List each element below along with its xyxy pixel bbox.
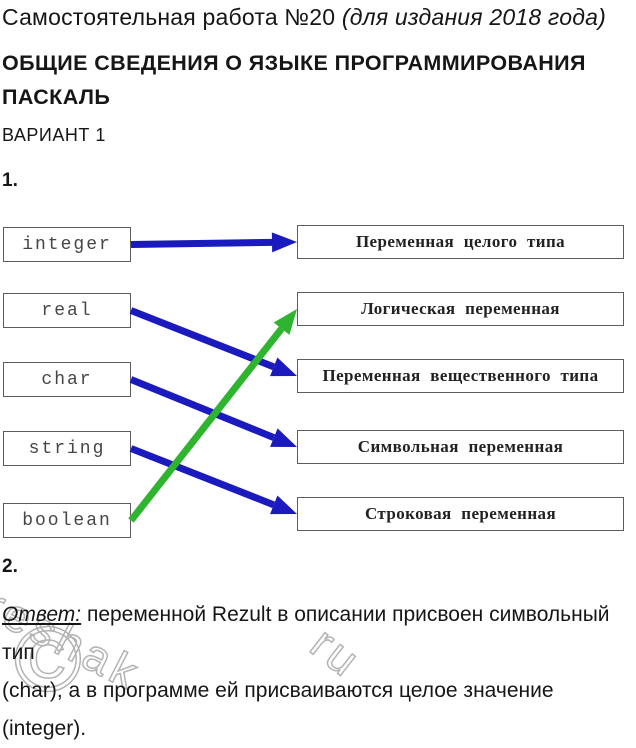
left-box-label: string <box>28 438 106 459</box>
right-box: Переменная вещественного типа <box>297 359 624 393</box>
right-box: Строковая переменная <box>297 497 624 531</box>
left-box: integer <box>3 227 131 262</box>
matching-diagram: integer real char string boolean Перемен… <box>0 215 636 545</box>
section-heading: ОБЩИЕ СВЕДЕНИЯ О ЯЗЫКЕ ПРОГРАММИРОВАНИЯ … <box>2 46 586 114</box>
page-title-text: Самостоятельная работа №20 <box>2 4 342 30</box>
connection-line <box>130 238 273 248</box>
left-box: string <box>3 431 131 466</box>
answer-paragraph: Ответ: переменной Rezult в описании прис… <box>2 596 632 748</box>
left-box: char <box>3 362 131 397</box>
answer-line-2: (char), а в программе ей присваиваются ц… <box>2 679 554 702</box>
right-box-label: Символьная переменная <box>357 437 564 456</box>
right-box-label: Переменная целого типа <box>355 232 566 251</box>
connection-arrowhead <box>270 357 297 377</box>
right-box: Логическая переменная <box>297 292 624 326</box>
question-2-number: 2. <box>2 556 18 577</box>
connection-line <box>129 307 276 371</box>
connection-line <box>129 376 276 441</box>
page-title: Самостоятельная работа №20 (для издания … <box>2 4 606 31</box>
answer-line-1: переменной Rezult в описании присвоен си… <box>2 603 610 664</box>
answer-label: Ответ: <box>2 603 82 626</box>
right-box-label: Логическая переменная <box>361 299 560 318</box>
right-box: Переменная целого типа <box>297 225 624 259</box>
watermark-copyright-icon: © <box>13 608 82 712</box>
question-1-number: 1. <box>2 170 18 191</box>
variant-label: ВАРИАНТ 1 <box>2 125 106 145</box>
left-box: boolean <box>3 503 131 538</box>
connection-arrowhead <box>271 232 297 253</box>
section-heading-line1: ОБЩИЕ СВЕДЕНИЯ О ЯЗЫКЕ ПРОГРАММИРОВАНИЯ <box>2 51 586 75</box>
connection-arrowhead <box>270 428 297 447</box>
right-box: Символьная переменная <box>297 430 624 464</box>
left-box-label: char <box>41 369 93 390</box>
connection-arrowhead <box>273 309 297 335</box>
page-title-note: (для издания 2018 года) <box>341 4 606 30</box>
right-box-label: Строковая переменная <box>364 504 557 523</box>
left-box-label: boolean <box>22 510 112 531</box>
left-box: real <box>3 293 131 328</box>
answer-line-3: (integer). <box>2 717 87 740</box>
left-box-label: integer <box>22 234 112 255</box>
section-heading-line2: ПАСКАЛЬ <box>2 85 111 109</box>
right-box-label: Переменная вещественного типа <box>322 366 599 385</box>
left-box-label: real <box>41 300 93 321</box>
connection-line <box>129 445 276 509</box>
connection-line <box>128 326 285 523</box>
connection-arrowhead <box>270 495 297 515</box>
